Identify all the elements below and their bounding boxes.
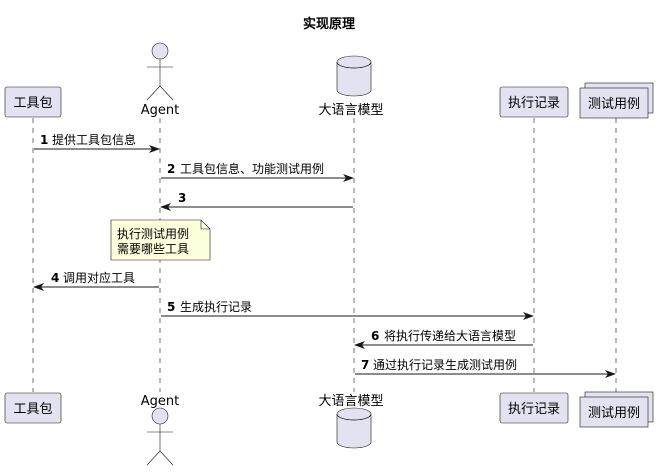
message-2: 2 工具包信息、功能测试用例 [161, 161, 354, 182]
actor-agent-top: Agent [141, 42, 179, 118]
message-6: 6 将执行传递给大语言模型 [354, 328, 533, 349]
participant-toolkit-label: 工具包 [13, 96, 52, 111]
arrow-head-icon [149, 145, 160, 153]
message-1: 1 提供工具包信息 [34, 132, 160, 153]
note: 执行测试用例 需要哪些工具 [110, 219, 211, 261]
arrow-head-icon [354, 341, 365, 349]
arrow-head-icon [160, 203, 171, 211]
participant-exec-log-label: 执行记录 [508, 96, 560, 111]
actor-agent-bottom: Agent [141, 394, 179, 466]
collection-testcase-label: 测试用例 [588, 406, 640, 421]
message-number: 3 [178, 191, 186, 205]
arrow-head-icon [33, 283, 44, 291]
message-4: 4 调用对应工具 [33, 270, 159, 291]
note-line-1: 执行测试用例 [117, 226, 189, 241]
diagram-title: 实现原理 [303, 16, 355, 32]
actor-figure-icon [146, 42, 174, 101]
message-number: 6 [371, 329, 379, 343]
database-llm-label: 大语言模型 [318, 394, 383, 409]
database-llm-top: 大语言模型 [318, 55, 384, 118]
message-label: 工具包信息、功能测试用例 [180, 161, 324, 176]
note-line-2: 需要哪些工具 [117, 242, 189, 256]
message-5: 5 生成执行记录 [161, 300, 534, 320]
database-icon [336, 55, 372, 97]
message-label: 提供工具包信息 [52, 132, 136, 147]
collection-testcase-top: 测试用例 [579, 82, 654, 119]
participant-toolkit-top: 工具包 [4, 86, 62, 118]
actor-figure-icon [146, 407, 174, 466]
message-label: 生成执行记录 [180, 300, 252, 314]
database-llm-label: 大语言模型 [318, 103, 383, 118]
collection-testcase-label: 测试用例 [588, 97, 640, 112]
message-number: 1 [40, 133, 48, 147]
message-number: 7 [361, 358, 369, 372]
participant-exec-log-bottom: 执行记录 [499, 392, 569, 424]
participant-toolkit-bottom: 工具包 [4, 392, 62, 424]
arrow-head-icon [343, 174, 354, 182]
message-label: 将执行传递给大语言模型 [384, 328, 516, 343]
participant-exec-log-top: 执行记录 [499, 86, 569, 118]
actor-agent-label: Agent [141, 394, 179, 409]
message-number: 2 [167, 162, 175, 176]
collection-testcase-bottom: 测试用例 [579, 391, 654, 428]
participant-exec-log-label: 执行记录 [508, 402, 560, 417]
database-llm-bottom: 大语言模型 [318, 394, 384, 449]
arrow-head-icon [605, 370, 616, 378]
message-number: 5 [167, 300, 175, 314]
message-7: 7 通过执行记录生成测试用例 [355, 357, 616, 378]
arrow-head-icon [523, 312, 534, 320]
actor-agent-label: Agent [141, 103, 179, 118]
message-label: 通过执行记录生成测试用例 [373, 357, 517, 372]
message-3: 3 [160, 191, 353, 211]
participant-toolkit-label: 工具包 [13, 402, 52, 417]
database-icon [336, 407, 372, 449]
message-number: 4 [51, 271, 59, 285]
message-label: 调用对应工具 [63, 270, 135, 285]
